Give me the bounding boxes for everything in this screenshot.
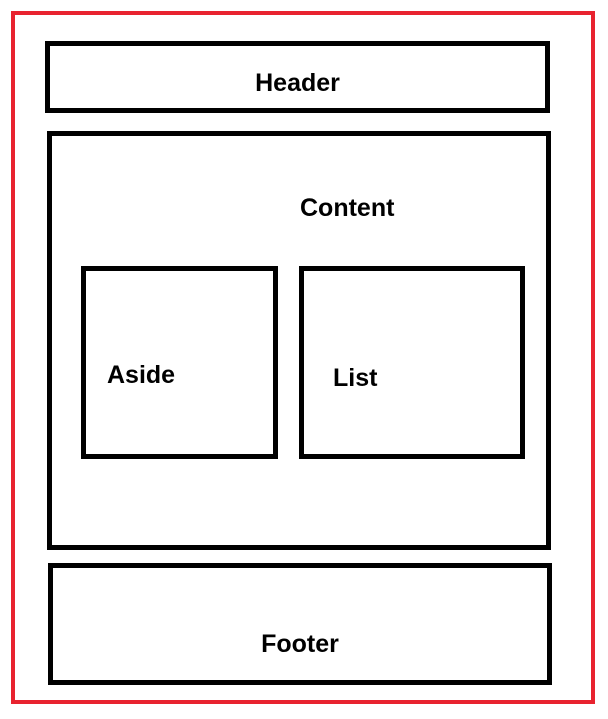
list-box: List [299, 266, 525, 459]
aside-box: Aside [81, 266, 278, 459]
aside-label: Aside [107, 361, 176, 389]
list-label: List [333, 364, 378, 392]
footer-label: Footer [261, 630, 339, 658]
content-label: Content [300, 194, 395, 222]
footer-box: Footer [48, 563, 552, 685]
header-label: Header [255, 69, 340, 97]
outer-frame [11, 11, 595, 704]
header-box: Header [45, 41, 550, 113]
